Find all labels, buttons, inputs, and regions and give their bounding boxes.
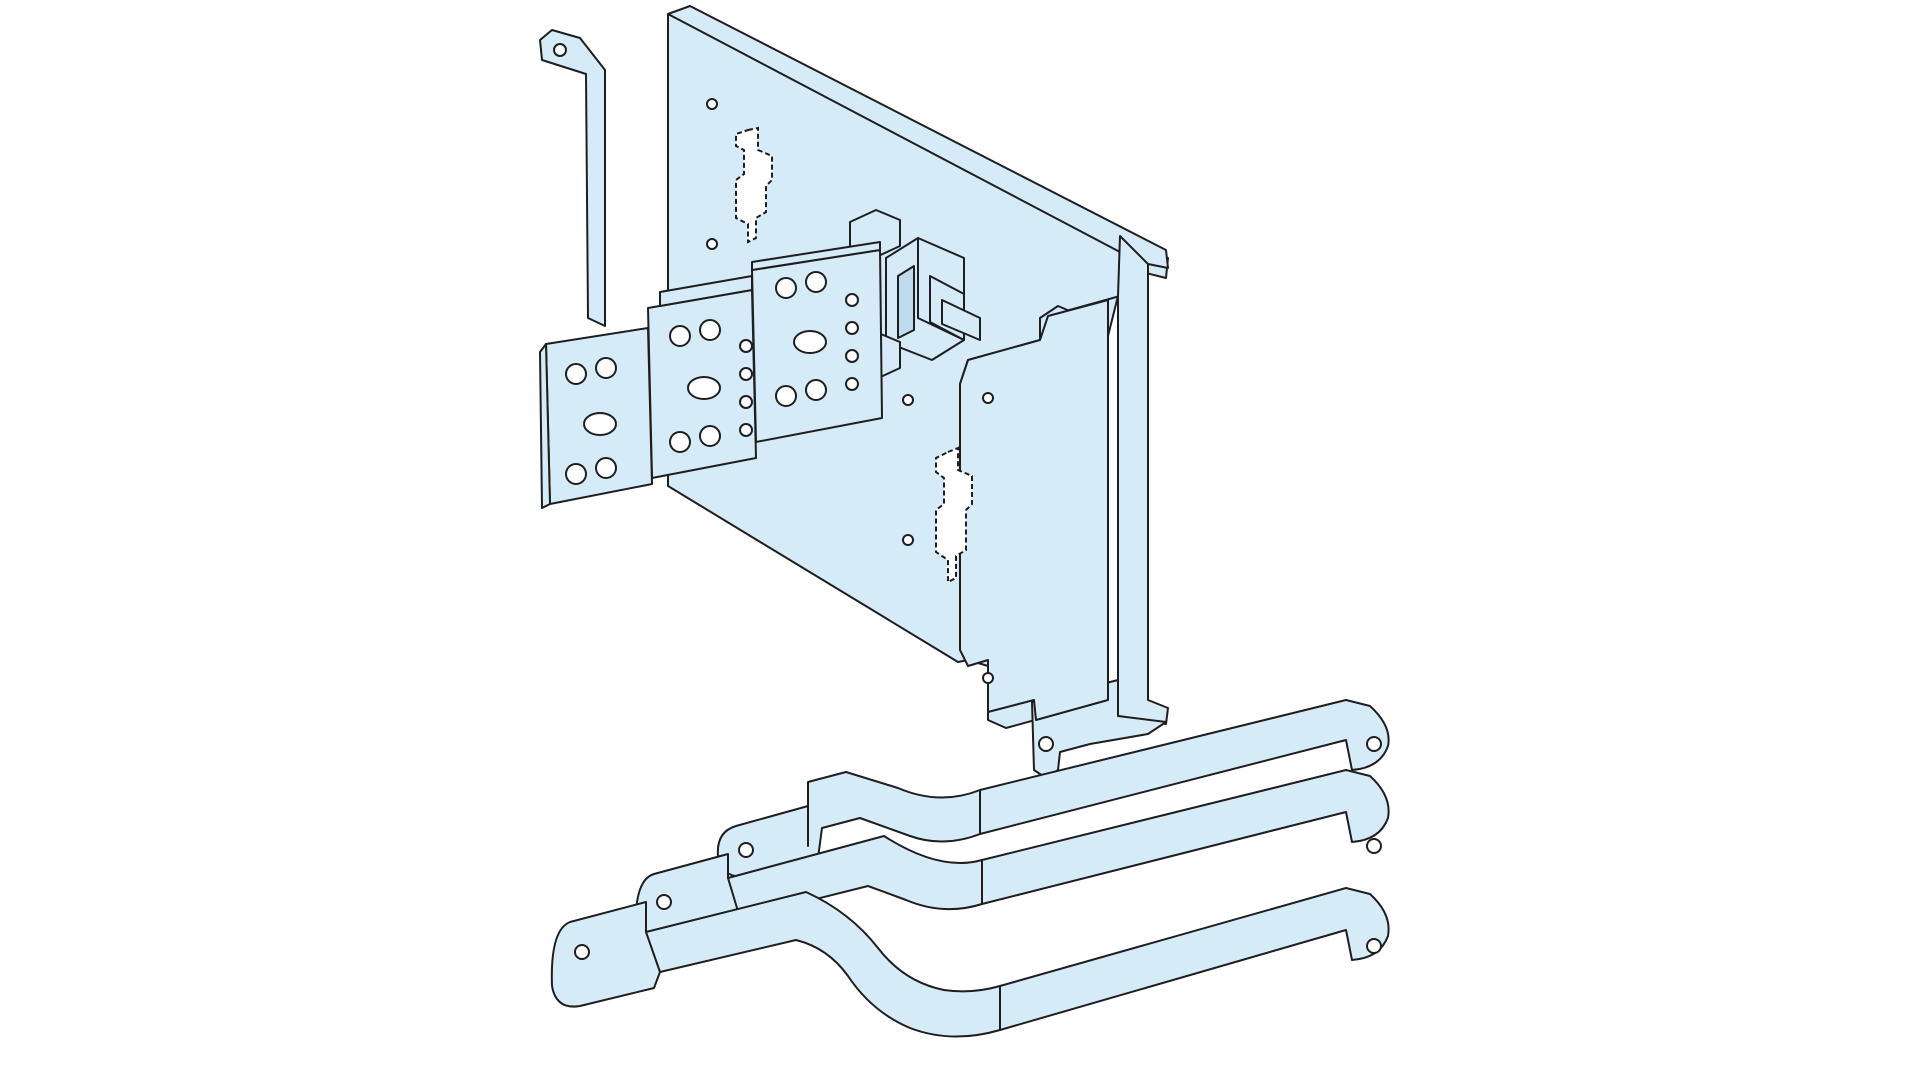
plate-hole-a (706, 98, 718, 110)
plate-hole-c (902, 534, 914, 546)
connector-bar-bottom (550, 887, 1390, 1038)
mounting-plate-assembly (539, 5, 1169, 779)
terminal-pad-front (539, 327, 653, 509)
rear-flange (539, 29, 606, 327)
lower-cutout (935, 446, 973, 584)
terminal-pad-rear (751, 241, 883, 443)
lower-bracket-hole (1038, 736, 1054, 752)
right-plate-hole-top (982, 392, 994, 404)
right-lower-plate (959, 299, 1109, 721)
plate-hole-b (706, 238, 718, 250)
terminal-pad-middle (647, 275, 757, 479)
right-side-wall (1117, 235, 1169, 725)
right-plate-hole-bottom (982, 672, 994, 684)
flange-hole-top (553, 43, 567, 57)
upper-cutout (735, 126, 773, 244)
plate-hole-d (902, 394, 914, 406)
connector-bars (550, 699, 1390, 1038)
